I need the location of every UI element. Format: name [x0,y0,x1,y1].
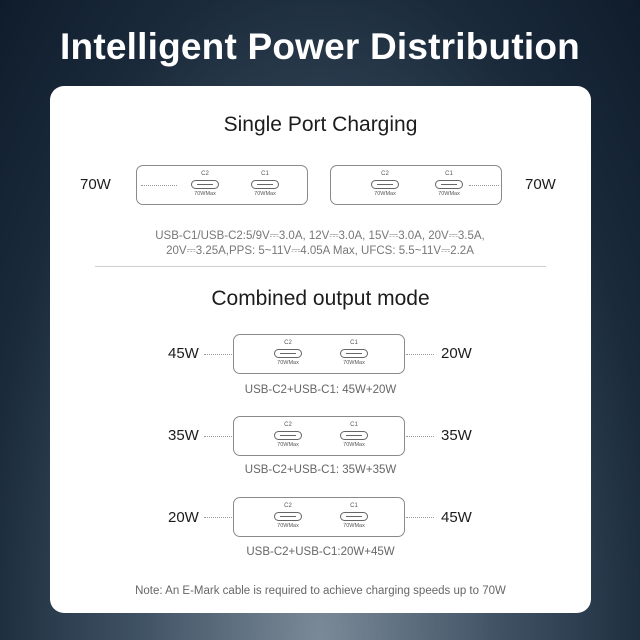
port-label-c2: C2 [284,503,292,509]
content-card: Single Port Charging 70W C2 70WMax C1 70… [50,86,591,613]
combined-mode-title: Combined output mode [211,287,430,310]
usb-c1-port-icon [340,349,368,358]
spec-line-2: 20V⎓3.25A,PPS: 5~11V⎓4.05A Max, UFCS: 5.… [166,245,474,257]
combined-row3-left-watt: 20W [168,509,199,526]
usb-c1-port-icon [435,180,463,189]
combined-row2-left-watt: 35W [168,427,199,444]
usb-c2-port-icon [191,180,219,189]
power-bank-combined-1: C2 70WMax C1 70WMax [204,334,434,374]
combined-row1-left-watt: 45W [168,345,199,362]
section-divider [95,266,546,267]
port-label-c1: C1 [350,503,358,509]
single-right-watt: 70W [525,176,556,193]
port-label-c1: C1 [261,171,269,177]
usb-c2-port-icon [274,431,302,440]
single-port-title: Single Port Charging [223,113,418,136]
port-max-label: 70WMax [438,191,460,197]
port-max-label: 70WMax [343,442,365,448]
port-max-label: 70WMax [343,523,365,529]
port-max-label: 70WMax [343,360,365,366]
combined-row1-right-watt: 20W [441,345,472,362]
port-label-c2: C2 [284,422,292,428]
spec-line-1: USB-C1/USB-C2:5/9V⎓3.0A, 12V⎓3.0A, 15V⎓3… [155,230,485,242]
combined-row2-caption: USB-C2+USB-C1: 35W+35W [244,464,397,476]
port-max-label: 70WMax [194,191,216,197]
usb-c1-port-icon [251,180,279,189]
combined-row1-caption: USB-C2+USB-C1: 45W+20W [244,384,397,396]
single-left-watt: 70W [80,176,111,193]
port-label-c2: C2 [284,340,292,346]
port-max-label: 70WMax [254,191,276,197]
emark-note: Note: An E-Mark cable is required to ach… [135,585,506,597]
usb-c2-port-icon [274,349,302,358]
combined-row3-right-watt: 45W [441,509,472,526]
headline: Intelligent Power Distribution [60,26,580,67]
usb-c1-port-icon [340,512,368,521]
combined-row2-right-watt: 35W [441,427,472,444]
port-max-label: 70WMax [374,191,396,197]
port-label-c2: C2 [381,171,389,177]
power-bank-combined-3: C2 70WMax C1 70WMax [204,497,434,537]
power-bank-combined-2: C2 70WMax C1 70WMax [204,416,434,456]
port-label-c1: C1 [445,171,453,177]
port-max-label: 70WMax [277,442,299,448]
combined-row3-caption: USB-C2+USB-C1:20W+45W [246,546,395,558]
port-label-c1: C1 [350,340,358,346]
usb-c1-port-icon [340,431,368,440]
usb-c2-port-icon [274,512,302,521]
port-max-label: 70WMax [277,523,299,529]
usb-c2-port-icon [371,180,399,189]
port-label-c2: C2 [201,171,209,177]
power-bank-right: C2 70WMax C1 70WMax [330,165,502,205]
port-label-c1: C1 [350,422,358,428]
power-bank-left: C2 70WMax C1 70WMax [136,165,308,205]
port-max-label: 70WMax [277,360,299,366]
